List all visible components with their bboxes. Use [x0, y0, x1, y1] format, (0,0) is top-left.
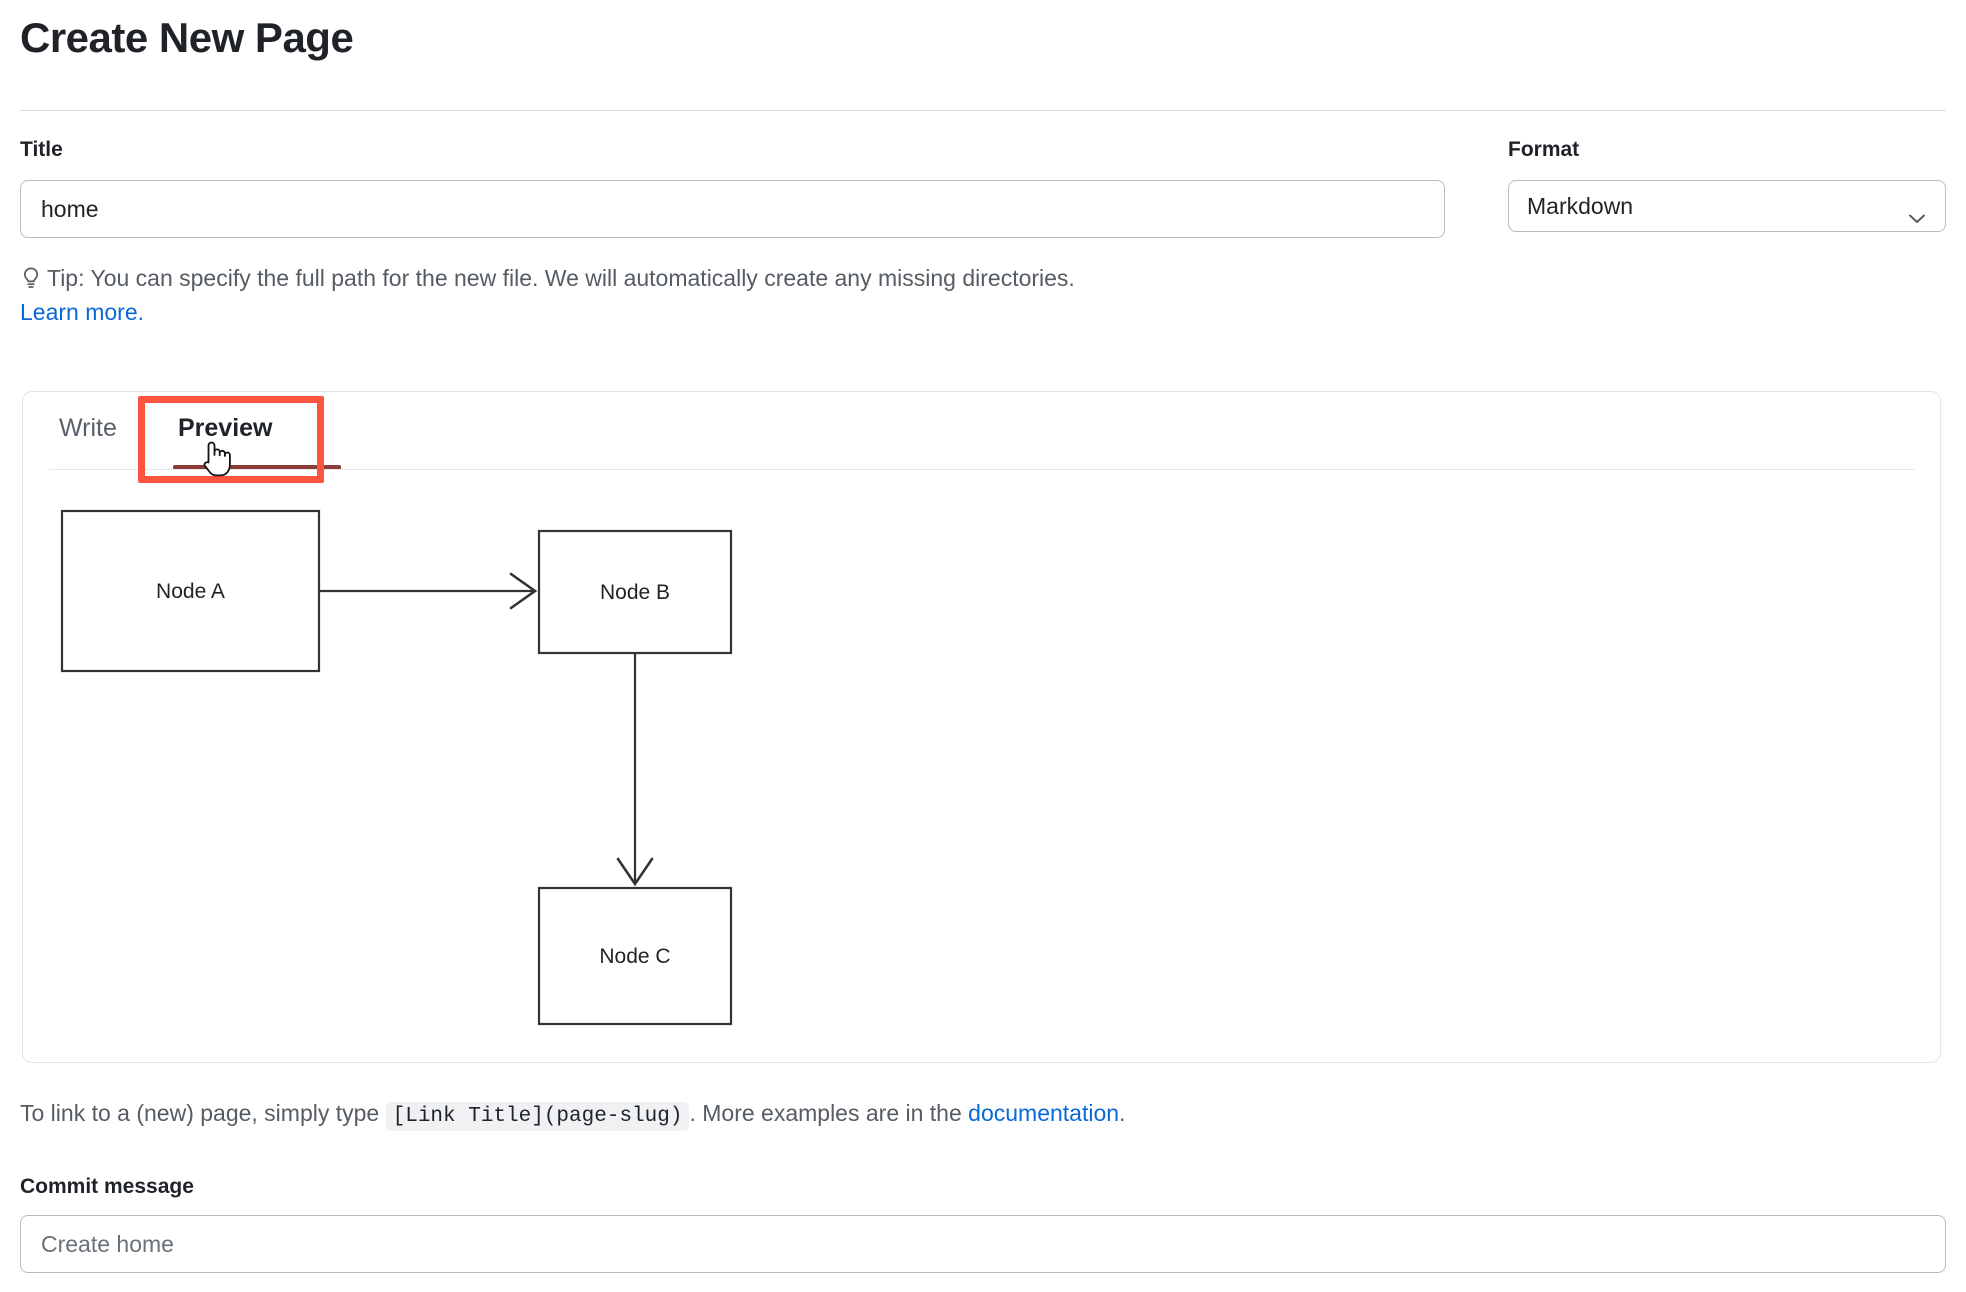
footer-hint-prefix: To link to a (new) page, simply type — [20, 1100, 380, 1126]
learn-more-link[interactable]: Learn more. — [20, 299, 145, 325]
tab-write[interactable]: Write — [59, 414, 117, 442]
commit-message-label: Commit message — [20, 1175, 194, 1198]
format-select-value: Markdown — [1527, 193, 1634, 219]
tip-row: Tip: You can specify the full path for t… — [20, 262, 1520, 328]
tabs-divider — [49, 469, 1915, 470]
page-title: Create New Page — [20, 14, 354, 61]
editor-panel: Write Preview — [22, 391, 1941, 1063]
editor-tabs: Write Preview — [23, 392, 1940, 470]
tip-text: Tip: You can specify the full path for t… — [47, 265, 1075, 291]
title-input[interactable]: home — [20, 180, 1445, 238]
header-divider — [20, 110, 1946, 111]
documentation-link[interactable]: documentation — [968, 1100, 1120, 1126]
footer-hint-middle: . More examples are in the — [689, 1100, 962, 1126]
format-select[interactable]: Markdown — [1508, 180, 1946, 232]
chevron-down-icon — [1907, 196, 1927, 223]
tab-preview[interactable]: Preview — [178, 414, 273, 442]
code-sample: [Link Title](page-slug) — [385, 1102, 690, 1131]
active-tab-underline — [173, 465, 341, 470]
lightbulb-icon — [20, 266, 42, 290]
format-field-label: Format — [1508, 138, 1580, 161]
commit-message-input[interactable]: Create home — [20, 1215, 1946, 1273]
pointing-hand-cursor — [199, 437, 233, 481]
footer-hint-suffix: . — [1119, 1100, 1126, 1126]
footer-hint: To link to a (new) page, simply type [Li… — [20, 1095, 1125, 1135]
title-field-label: Title — [20, 138, 63, 161]
